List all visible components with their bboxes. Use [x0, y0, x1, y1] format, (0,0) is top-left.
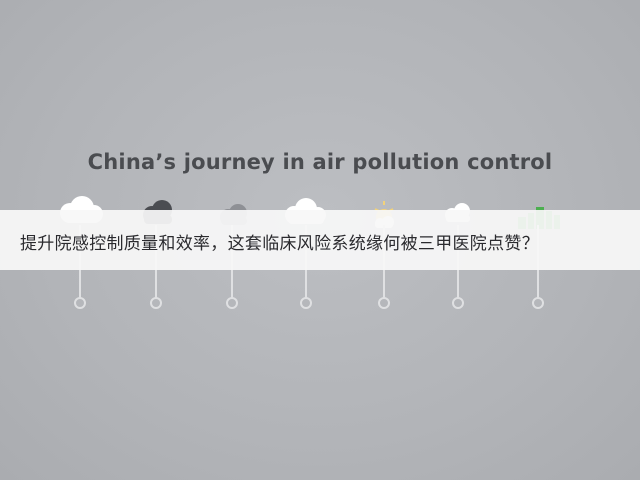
- timeline-dot: [300, 297, 312, 309]
- page-title: China’s journey in air pollution control: [87, 150, 553, 174]
- timeline-dot: [74, 297, 86, 309]
- banner-headline[interactable]: 提升院感控制质量和效率，这套临床风险系统缘何被三甲医院点赞？: [20, 234, 539, 254]
- timeline-dot: [226, 297, 238, 309]
- timeline-dot: [532, 297, 544, 309]
- timeline-dot: [150, 297, 162, 309]
- timeline-dot: [378, 297, 390, 309]
- timeline-dot: [452, 297, 464, 309]
- overlay-banner[interactable]: 提升院感控制质量和效率，这套临床风险系统缘何被三甲医院点赞？: [0, 210, 640, 270]
